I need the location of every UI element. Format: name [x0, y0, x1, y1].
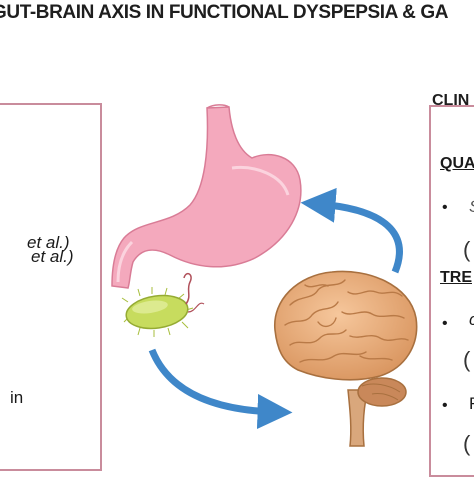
paren-3: ( — [463, 431, 471, 456]
stomach-icon — [111, 104, 302, 289]
brain-icon — [274, 270, 418, 447]
citation-line-2: et al.) — [31, 247, 74, 266]
quality-item-1: S — [469, 197, 474, 217]
bacterium-icon — [121, 272, 205, 337]
bullet-2: • — [442, 315, 448, 332]
page-title: GUT-BRAIN AXIS IN FUNCTIONAL DYSPEPSIA &… — [0, 2, 449, 23]
right-text-panel: QUA • S ( TRE • c ( • F ( — [429, 105, 474, 477]
paren-2: ( — [463, 347, 471, 372]
heading-treatment: TRE — [440, 269, 472, 286]
curved-arrow-icon — [148, 187, 403, 429]
citation-line-1: et al.) — [27, 233, 70, 252]
treatment-item-1: c — [469, 310, 474, 330]
section-header-clinical: CLIN — [432, 92, 470, 109]
left-text-line-3: in — [10, 388, 24, 407]
heading-quality: QUA — [440, 155, 474, 172]
treatment-item-2: F — [469, 394, 474, 414]
bullet-1: • — [442, 199, 448, 216]
paren-1: ( — [463, 237, 471, 262]
bullet-3: • — [442, 397, 448, 414]
left-text-panel: et al.) et al.) in — [0, 103, 102, 471]
